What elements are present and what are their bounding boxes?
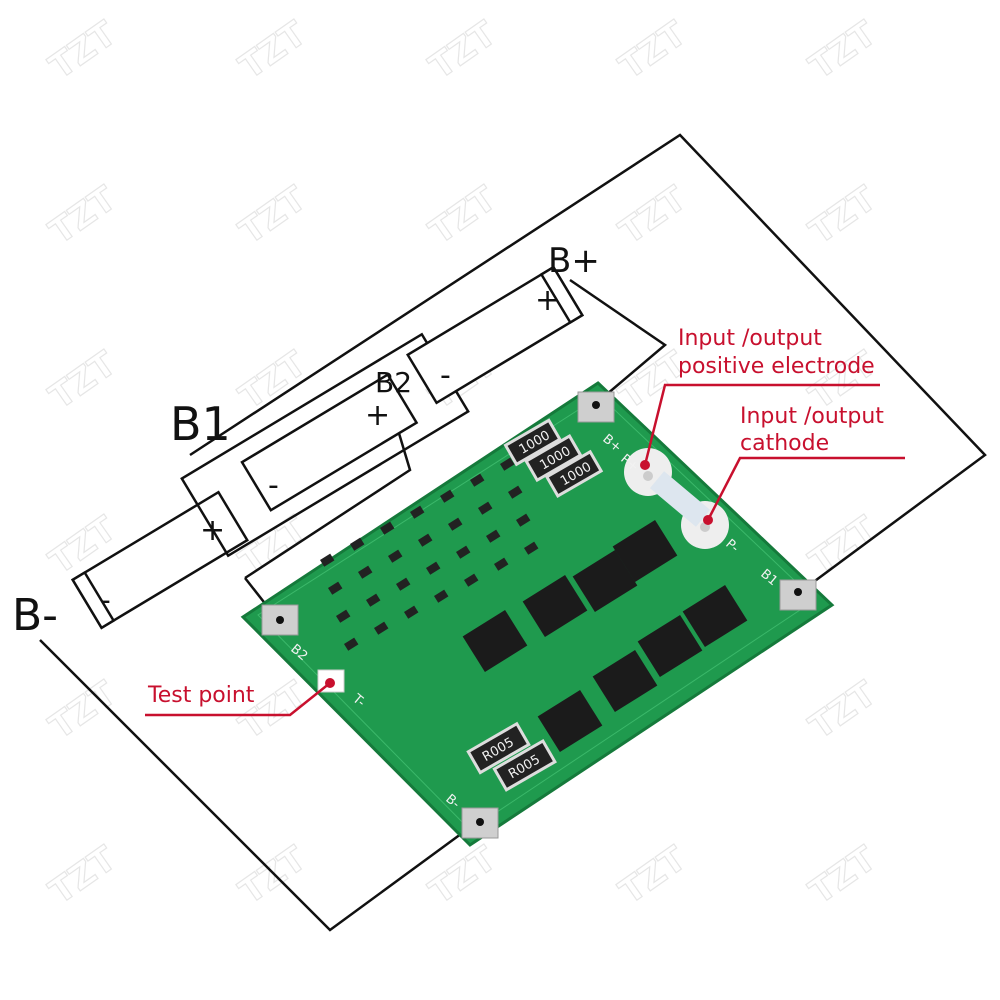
watermark-text: TZT (612, 178, 694, 252)
cell-1-minus: - (100, 583, 111, 618)
annotation-positive-line1: Input /output (678, 326, 822, 351)
smd-component (426, 561, 441, 575)
smd-component (410, 505, 425, 519)
smd-component (328, 581, 343, 595)
smd-component (404, 605, 419, 619)
cell-3-minus: - (440, 358, 451, 393)
smd-component (380, 521, 395, 535)
watermark-text: TZT (42, 838, 124, 912)
pcb-board: 1000 1000 1000 R005 R005 B+ P+ P- B1 B2 … (240, 381, 835, 847)
wire-b1-outer (189, 133, 987, 594)
smd-component (448, 517, 463, 531)
watermark-text: TZT (802, 13, 884, 87)
smd-component (366, 593, 381, 607)
smd-component (464, 573, 479, 587)
wire-b-minus (39, 639, 481, 932)
mosfet-group (462, 519, 748, 753)
watermark-text: TZT (422, 178, 504, 252)
annotation-dots (325, 460, 713, 688)
cell-3-plus: + (535, 283, 560, 318)
smd-component (508, 485, 523, 499)
watermark-text: TZT (612, 838, 694, 912)
smd-component (344, 637, 359, 651)
smd-component (456, 545, 471, 559)
watermark-text: TZT (802, 178, 884, 252)
pad-wire-dots (276, 401, 802, 826)
cell-3 (406, 265, 584, 405)
smd-component (486, 529, 501, 543)
smd-component (336, 609, 351, 623)
watermark-text: TZT (42, 178, 124, 252)
smd-component (440, 489, 455, 503)
watermark-text: TZT (42, 13, 124, 87)
smd-components (320, 457, 539, 651)
watermark-text: TZT (422, 13, 504, 87)
wire-b2 (244, 419, 412, 580)
smd-component (500, 457, 515, 471)
annotation-test-point: Test point (147, 683, 255, 708)
watermark-text: TZT (802, 673, 884, 747)
annotation-cathode-line2: cathode (740, 431, 829, 456)
wiring (39, 133, 987, 932)
label-b2: B2 (375, 366, 412, 399)
smd-component (523, 541, 539, 555)
smd-component (395, 577, 411, 591)
mosfet (612, 519, 678, 583)
smd-component (349, 537, 365, 551)
cell-2-plus: + (365, 398, 390, 433)
watermark-text: TZT (232, 13, 314, 87)
watermark-text: TZT (802, 838, 884, 912)
label-b-minus: B- (12, 590, 58, 641)
mosfet (522, 574, 588, 638)
mosfet (682, 584, 748, 648)
smd-component (434, 589, 449, 603)
annotation-cathode-line1: Input /output (740, 404, 884, 429)
cell-1 (71, 490, 249, 630)
wire-b-plus (569, 278, 668, 401)
smd-component (494, 557, 509, 571)
cell-2-minus: - (268, 468, 279, 503)
annotation-lines (145, 383, 905, 717)
watermark-text: TZT (802, 508, 884, 582)
smd-component (470, 473, 485, 487)
smd-component (373, 621, 389, 635)
watermark-text: TZT (232, 178, 314, 252)
smd-component (418, 533, 433, 547)
smd-component (320, 553, 335, 567)
label-b-plus: B+ (548, 241, 600, 281)
watermark-text: TZT (612, 13, 694, 87)
smd-component (358, 565, 373, 579)
watermark-text: TZT (422, 838, 504, 912)
mosfet (572, 549, 638, 613)
smd-component (477, 501, 493, 515)
annotation-positive-line2: positive electrode (678, 354, 875, 379)
label-b1: B1 (170, 397, 231, 451)
watermark-text: TZT (42, 343, 124, 417)
mosfet (592, 649, 658, 713)
mosfet (537, 689, 603, 753)
smd-component (388, 549, 403, 563)
cell-1-plus: + (200, 513, 225, 548)
smd-component (515, 513, 531, 527)
mosfet (462, 609, 528, 673)
mosfet (637, 614, 703, 678)
